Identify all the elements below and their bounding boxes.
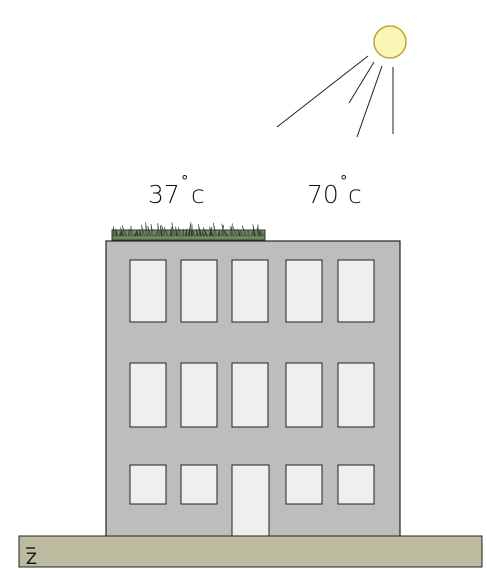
sun-disc bbox=[374, 26, 406, 58]
window bbox=[130, 260, 166, 322]
grass-blades bbox=[113, 222, 265, 236]
ambient-temp-value: 70 bbox=[307, 180, 339, 209]
roof-temp-unit: c bbox=[191, 180, 205, 209]
window bbox=[338, 465, 374, 504]
window bbox=[286, 363, 322, 427]
roof-temp-value: 37 bbox=[148, 180, 180, 209]
window bbox=[232, 260, 268, 322]
window bbox=[286, 465, 322, 504]
ambient-temp-unit: c bbox=[348, 180, 362, 209]
sun-ray bbox=[277, 56, 368, 127]
green-roof bbox=[112, 222, 265, 240]
window bbox=[181, 465, 217, 504]
window bbox=[232, 363, 268, 427]
sun-icon bbox=[277, 26, 406, 137]
window bbox=[130, 465, 166, 504]
window bbox=[181, 260, 217, 322]
window bbox=[338, 260, 374, 322]
ground: Z bbox=[19, 536, 482, 568]
ground-strip bbox=[19, 536, 482, 567]
ambient-temperature-label: 70 ° c bbox=[307, 172, 362, 209]
grass-blade bbox=[146, 222, 148, 236]
roof-temp-degree: ° bbox=[181, 172, 189, 190]
ground-label: Z bbox=[26, 549, 37, 568]
building bbox=[106, 241, 400, 538]
building-door bbox=[232, 465, 269, 538]
sun-ray bbox=[357, 66, 382, 137]
window bbox=[286, 260, 322, 322]
window bbox=[130, 363, 166, 427]
ambient-temp-degree: ° bbox=[340, 172, 348, 190]
window bbox=[338, 363, 374, 427]
window bbox=[181, 363, 217, 427]
roof-temperature-label: 37 ° c bbox=[148, 172, 205, 209]
